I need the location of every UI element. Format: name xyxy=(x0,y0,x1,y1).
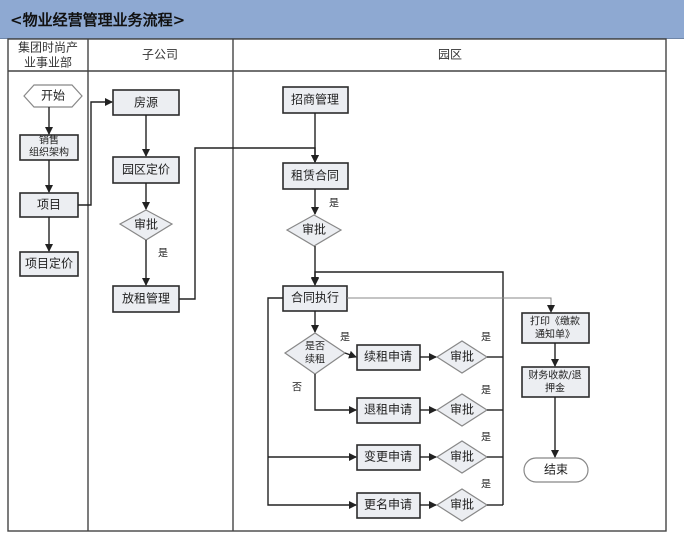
svg-text:审批: 审批 xyxy=(450,449,474,464)
svg-text:项目: 项目 xyxy=(37,198,61,212)
node-rename-apply[interactable]: 更名申请 xyxy=(356,492,421,519)
svg-text:集团时尚产: 集团时尚产 xyxy=(18,40,78,55)
lane-header-group: 集团时尚产 业事业部 xyxy=(18,40,78,70)
node-housing[interactable]: 房源 xyxy=(112,89,180,116)
edge-approvals-feedback xyxy=(311,271,504,506)
edge-label-yes: 是 xyxy=(481,432,491,444)
edge-exec-to-print xyxy=(347,297,555,313)
svg-text:审批: 审批 xyxy=(134,217,158,232)
node-project[interactable]: 项目 xyxy=(19,192,79,218)
edge-label-yes: 是 xyxy=(481,385,491,397)
svg-text:押金: 押金 xyxy=(545,382,565,395)
node-renew-apply[interactable]: 续租申请 xyxy=(356,344,421,371)
svg-text:退租申请: 退租申请 xyxy=(364,403,412,417)
node-contract-exec[interactable]: 合同执行 xyxy=(282,285,348,312)
node-sales-org[interactable]: 销售 组织架构 xyxy=(19,134,79,161)
swimlane-grid xyxy=(7,38,667,532)
diagram-title: <物业经营管理业务流程> xyxy=(10,11,186,29)
svg-text:续租申请: 续租申请 xyxy=(364,350,412,364)
node-approve-change[interactable]: 审批 xyxy=(435,440,489,474)
svg-text:是否: 是否 xyxy=(305,341,325,353)
node-park-approve[interactable]: 审批 xyxy=(285,214,343,247)
edge-decision-to-terminate xyxy=(314,374,357,414)
svg-text:变更申请: 变更申请 xyxy=(364,449,412,464)
node-investment-mgmt[interactable]: 招商管理 xyxy=(282,86,349,114)
edge-label-no: 否 xyxy=(292,382,302,394)
node-park-pricing[interactable]: 园区定价 xyxy=(112,156,180,184)
lane-header-subsidiary: 子公司 xyxy=(142,48,178,62)
svg-text:打印《缴款: 打印《缴款 xyxy=(530,315,580,328)
svg-text:审批: 审批 xyxy=(302,222,326,237)
svg-text:续租: 续租 xyxy=(305,353,325,366)
node-leasing-mgmt[interactable]: 放租管理 xyxy=(112,285,180,313)
node-approve-renew[interactable]: 审批 xyxy=(435,340,489,374)
svg-text:组织架构: 组织架构 xyxy=(29,146,69,159)
svg-text:财务收款/退: 财务收款/退 xyxy=(528,369,581,382)
svg-text:业事业部: 业事业部 xyxy=(24,55,72,70)
node-lease-contract[interactable]: 租赁合同 xyxy=(282,162,349,190)
svg-text:销售: 销售 xyxy=(39,134,59,147)
lane-header-park: 园区 xyxy=(438,48,462,62)
edge-label-yes: 是 xyxy=(481,332,491,344)
svg-text:园区定价: 园区定价 xyxy=(122,162,170,177)
svg-text:项目定价: 项目定价 xyxy=(25,256,73,271)
svg-text:更名申请: 更名申请 xyxy=(364,497,412,512)
edge-exec-to-rename xyxy=(267,297,357,509)
node-finance[interactable]: 财务收款/退 押金 xyxy=(521,366,590,398)
node-approve-rename[interactable]: 审批 xyxy=(435,488,489,522)
svg-text:审批: 审批 xyxy=(450,402,474,417)
node-print-notice[interactable]: 打印《缴款 通知单》 xyxy=(521,312,590,344)
svg-text:审批: 审批 xyxy=(450,497,474,512)
node-approve-terminate[interactable]: 审批 xyxy=(435,393,489,427)
edge-project-to-housing xyxy=(78,98,113,206)
svg-text:房源: 房源 xyxy=(134,95,158,110)
svg-text:放租管理: 放租管理 xyxy=(122,291,170,306)
node-change-apply[interactable]: 变更申请 xyxy=(356,444,421,471)
edge-label-yes: 是 xyxy=(481,479,491,491)
svg-text:招商管理: 招商管理 xyxy=(291,92,339,107)
edge-label-yes: 是 xyxy=(158,248,168,260)
node-project-pricing[interactable]: 项目定价 xyxy=(19,251,79,277)
svg-text:租赁合同: 租赁合同 xyxy=(291,168,339,183)
svg-text:通知单》: 通知单》 xyxy=(535,328,575,341)
node-sub-approve[interactable]: 审批 xyxy=(118,209,174,241)
edge-label-yes: 是 xyxy=(329,198,339,210)
edge-decision-to-renew xyxy=(344,350,357,359)
node-end[interactable]: 结束 xyxy=(523,457,589,483)
node-start[interactable]: 开始 xyxy=(23,84,83,108)
node-terminate-apply[interactable]: 退租申请 xyxy=(356,397,421,424)
svg-text:开始: 开始 xyxy=(41,89,65,103)
svg-text:审批: 审批 xyxy=(450,349,474,364)
node-renew-decision[interactable]: 是否 续租 xyxy=(283,332,347,375)
edge-label-yes: 是 xyxy=(340,332,350,344)
svg-text:结束: 结束 xyxy=(544,463,568,477)
svg-text:合同执行: 合同执行 xyxy=(291,290,339,305)
